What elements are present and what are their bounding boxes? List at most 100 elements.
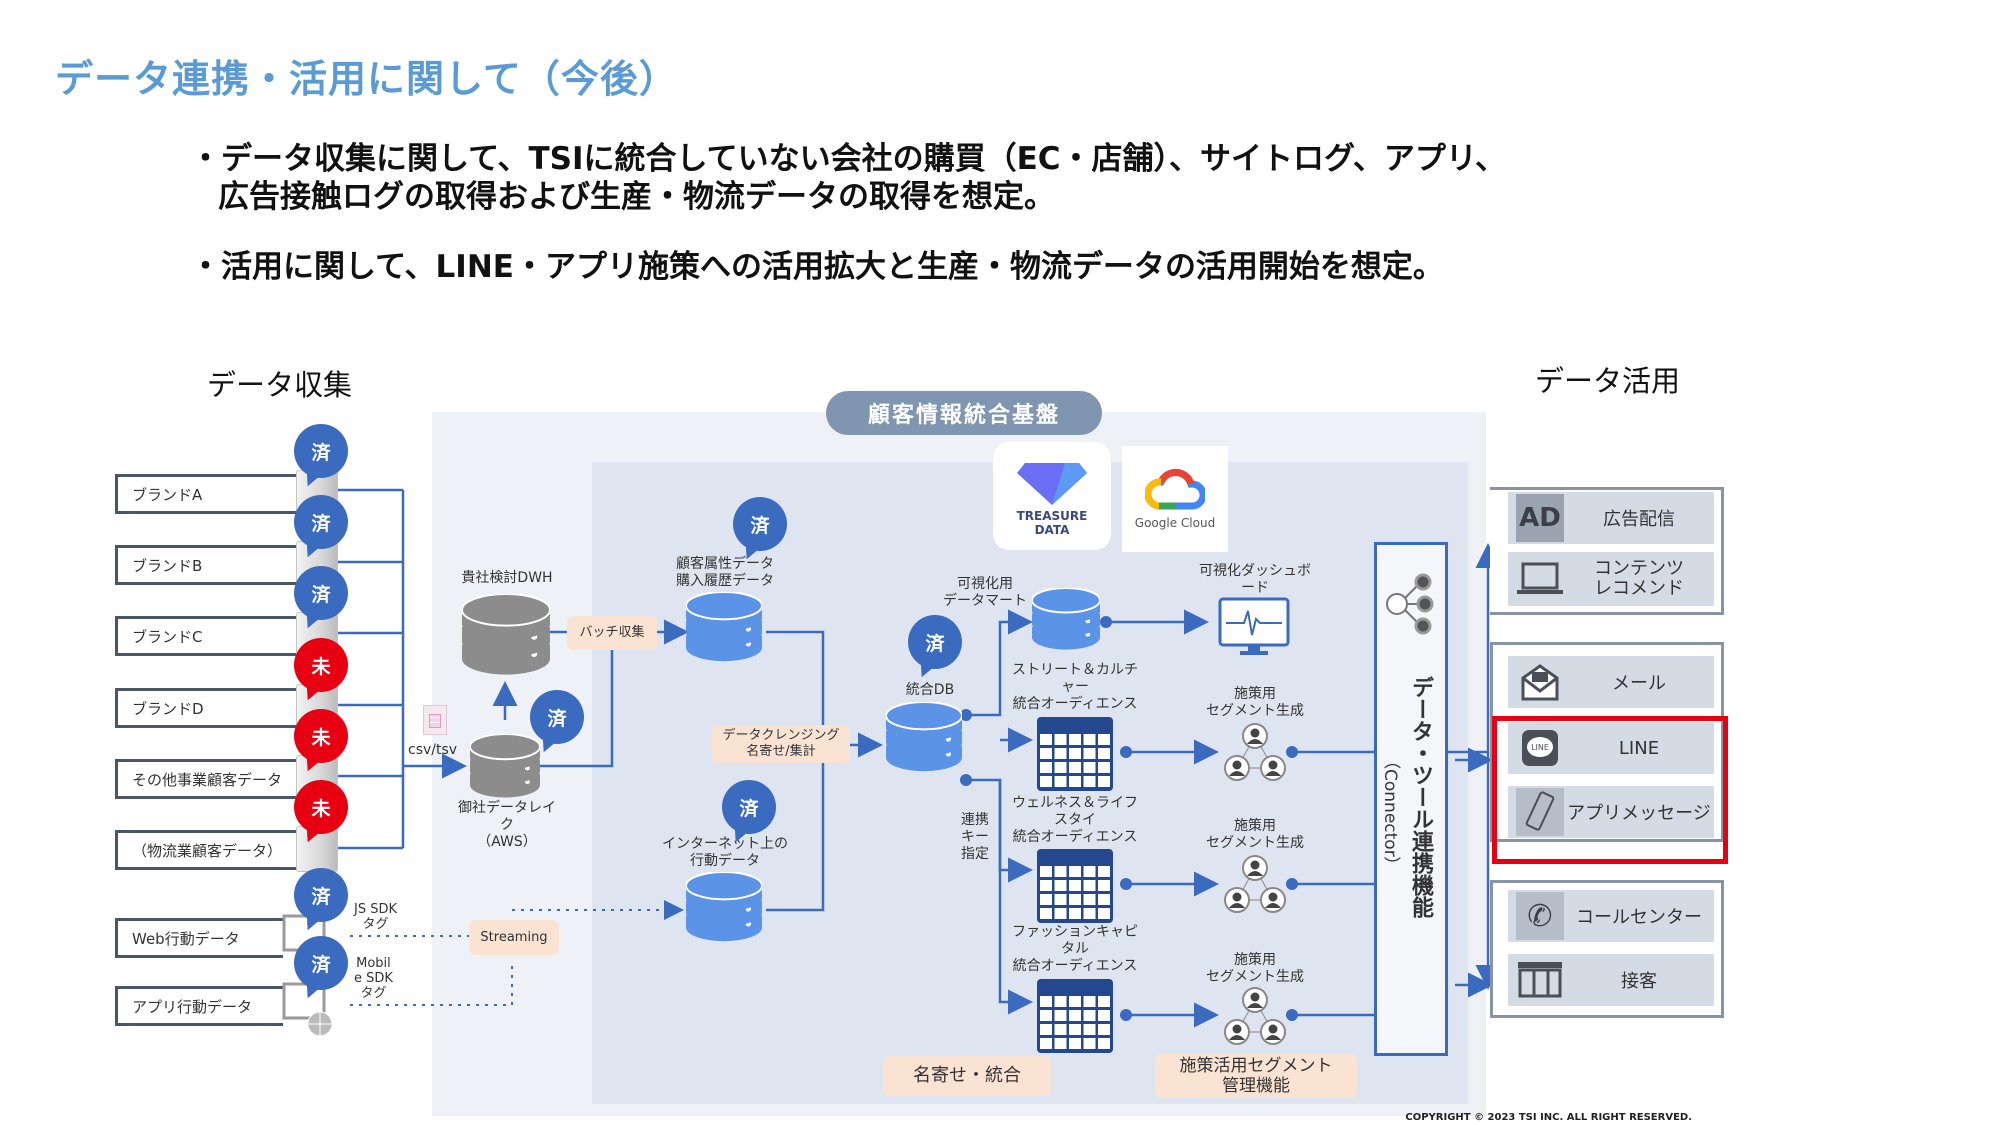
sdk-tag-label: Mobil e SDK タグ: [354, 956, 393, 1001]
svg-text:LINE: LINE: [1531, 743, 1549, 752]
integrated-db-status-badge: 済: [908, 615, 962, 669]
customer-db-status-badge: 済: [733, 497, 787, 551]
source-label: （物流業顧客データ）: [132, 841, 283, 860]
source-label: Web行動データ: [132, 929, 240, 948]
status-badge-done: 済: [294, 495, 348, 549]
integrated-db-label: 統合DB: [905, 682, 955, 698]
source-label: ブランドA: [132, 485, 203, 504]
platform-title: 顧客情報統合基盤: [826, 391, 1102, 435]
use-item-label: メール: [1612, 673, 1666, 694]
csv-file-icon: [423, 705, 447, 735]
line-icon: LINE: [1516, 724, 1564, 772]
dashboard-label: 可視化ダッシュボード: [1199, 563, 1311, 596]
status-badge-done: 済: [294, 424, 348, 478]
dashboard-monitor-icon: [1218, 597, 1290, 655]
share-nodes-icon: [1385, 572, 1435, 640]
data-lake-database-icon: [469, 733, 541, 805]
data-lake-status-badge: 済: [530, 690, 584, 744]
audience-label-fashion: ファッションキャピタル 統合オーディエンス: [1012, 924, 1138, 974]
bullet-utilization-suffix: の活用開始を想定。: [1164, 249, 1444, 285]
source-box: その他事業顧客データ: [115, 759, 305, 799]
customer-db-label: 顧客属性データ 購入履歴データ: [676, 556, 774, 589]
data-lake-label: 御社データレイク （AWS）: [458, 800, 556, 850]
datamart-database-icon: [1031, 587, 1101, 657]
bullet-utilization: ・活用に関して、LINE・アプリ施策への活用拡大と生産・物流データの活用開始を想…: [190, 248, 1444, 286]
mail-icon: [1516, 658, 1564, 706]
bullet-collection-line1: ・データ収集に関して、TSIに統合していない会社の購買（EC・店舗）、サイトログ…: [190, 141, 1506, 177]
source-box: Web行動データ: [115, 918, 283, 958]
use-item-mail: メール: [1508, 656, 1714, 708]
use-item-label: 広告配信: [1603, 509, 1675, 530]
audience-table-icon: [1036, 848, 1114, 928]
behavior-db-label: インターネット上の 行動データ: [662, 836, 788, 869]
use-item-label: コンテンツ レコメンド: [1594, 558, 1684, 599]
google-cloud-logo: Google Cloud: [1122, 446, 1228, 552]
source-box: ブランドA: [115, 474, 305, 514]
name-merge-tag: 名寄せ・統合: [883, 1056, 1051, 1096]
source-box: ブランドD: [115, 688, 305, 728]
smartphone-icon: [1516, 788, 1564, 836]
collection-heading: データ収集: [207, 368, 353, 402]
datamart-label: 可視化用 データマート: [943, 576, 1027, 609]
dwh-database-icon: [461, 593, 551, 682]
batch-collection-tag: バッチ収集: [567, 616, 657, 650]
use-item-content-recommend: コンテンツ レコメンド: [1508, 552, 1714, 606]
source-box: アプリ行動データ: [115, 986, 283, 1026]
source-label: アプリ行動データ: [132, 997, 253, 1016]
page-title: データ連携・活用に関して（今後）: [55, 57, 678, 101]
use-item-line: LINE LINE: [1508, 722, 1714, 774]
status-badge-todo: 未: [294, 709, 348, 763]
highlight-frame: [1492, 716, 1728, 864]
utilization-heading: データ活用: [1535, 364, 1681, 398]
status-badge-done: 済: [294, 566, 348, 620]
streaming-tag: Streaming: [469, 920, 559, 955]
status-badge-todo: 未: [294, 638, 348, 692]
status-badge-done: 済: [294, 936, 348, 990]
segment-label: 施策用 セグメント生成: [1206, 686, 1304, 719]
connector-sub-label: （Connector）: [1380, 752, 1400, 874]
segment-people-icon: [1220, 986, 1290, 1052]
google-cloud-text: Google Cloud: [1134, 516, 1216, 530]
audience-label-street: ストリート＆カルチャー 統合オーディエンス: [1012, 662, 1138, 712]
csv-label: csv/tsv: [408, 742, 458, 758]
use-item-label: アプリメッセージ: [1567, 803, 1711, 824]
copyright: COPYRIGHT © 2023 TSI INC. ALL RIGHT RESE…: [1405, 1112, 1692, 1123]
behavior-database-icon: [685, 871, 763, 948]
segment-people-icon: [1220, 854, 1290, 920]
link-key-label: 連携 キー 指定: [961, 812, 989, 862]
audience-label-wellness: ウェルネス＆ライフスタイ 統合オーディエンス: [1012, 795, 1138, 845]
data-cleansing-tag: データクレンジング 名寄せ/集計: [712, 725, 850, 763]
use-item-label: コールセンター: [1576, 907, 1702, 928]
ad-icon: AD: [1516, 494, 1564, 542]
bullet-collection: ・データ収集に関して、TSIに統合していない会社の購買（EC・店舗）、サイトログ…: [190, 140, 1506, 216]
source-label: ブランドD: [132, 699, 204, 718]
bullet-collection-line2: 広告接触ログの取得および生産・物流データの取得を想定。: [218, 179, 1055, 215]
laptop-icon: [1516, 555, 1564, 603]
segment-label: 施策用 セグメント生成: [1206, 818, 1304, 851]
use-item-app-message: アプリメッセージ: [1508, 786, 1714, 838]
dwh-label: 貴社検討DWH: [461, 570, 553, 586]
connector-label: データ・ツール連携機能: [1408, 676, 1433, 918]
use-item-label: LINE: [1618, 737, 1660, 759]
use-item-ad-delivery: AD 広告配信: [1508, 492, 1714, 544]
source-label: ブランドC: [132, 627, 203, 646]
source-box: （物流業顧客データ）: [115, 830, 305, 870]
diamond-icon: [1017, 463, 1087, 505]
cloud-icon: [1145, 469, 1205, 510]
phone-icon: ✆: [1516, 892, 1564, 940]
source-box: ブランドC: [115, 616, 305, 656]
bullet-utilization-bold: LINE・アプリ施策への活用拡大と生産・物流データ: [435, 249, 1165, 285]
audience-table-icon: [1036, 978, 1114, 1058]
sdk-tag-label: JS SDK タグ: [354, 902, 398, 932]
integrated-database-icon: [885, 701, 963, 778]
segment-people-icon: [1220, 722, 1290, 788]
treasure-data-text: TREASURE DATA: [1016, 509, 1088, 537]
segment-management-tag: 施策活用セグメント 管理機能: [1155, 1054, 1357, 1098]
source-box: ブランドB: [115, 545, 305, 585]
customer-database-icon: [685, 591, 763, 668]
connector-panel: [1374, 542, 1448, 1056]
status-badge-todo: 未: [294, 780, 348, 834]
store-icon: [1516, 956, 1564, 1004]
use-item-call-center: ✆ コールセンター: [1508, 890, 1714, 942]
